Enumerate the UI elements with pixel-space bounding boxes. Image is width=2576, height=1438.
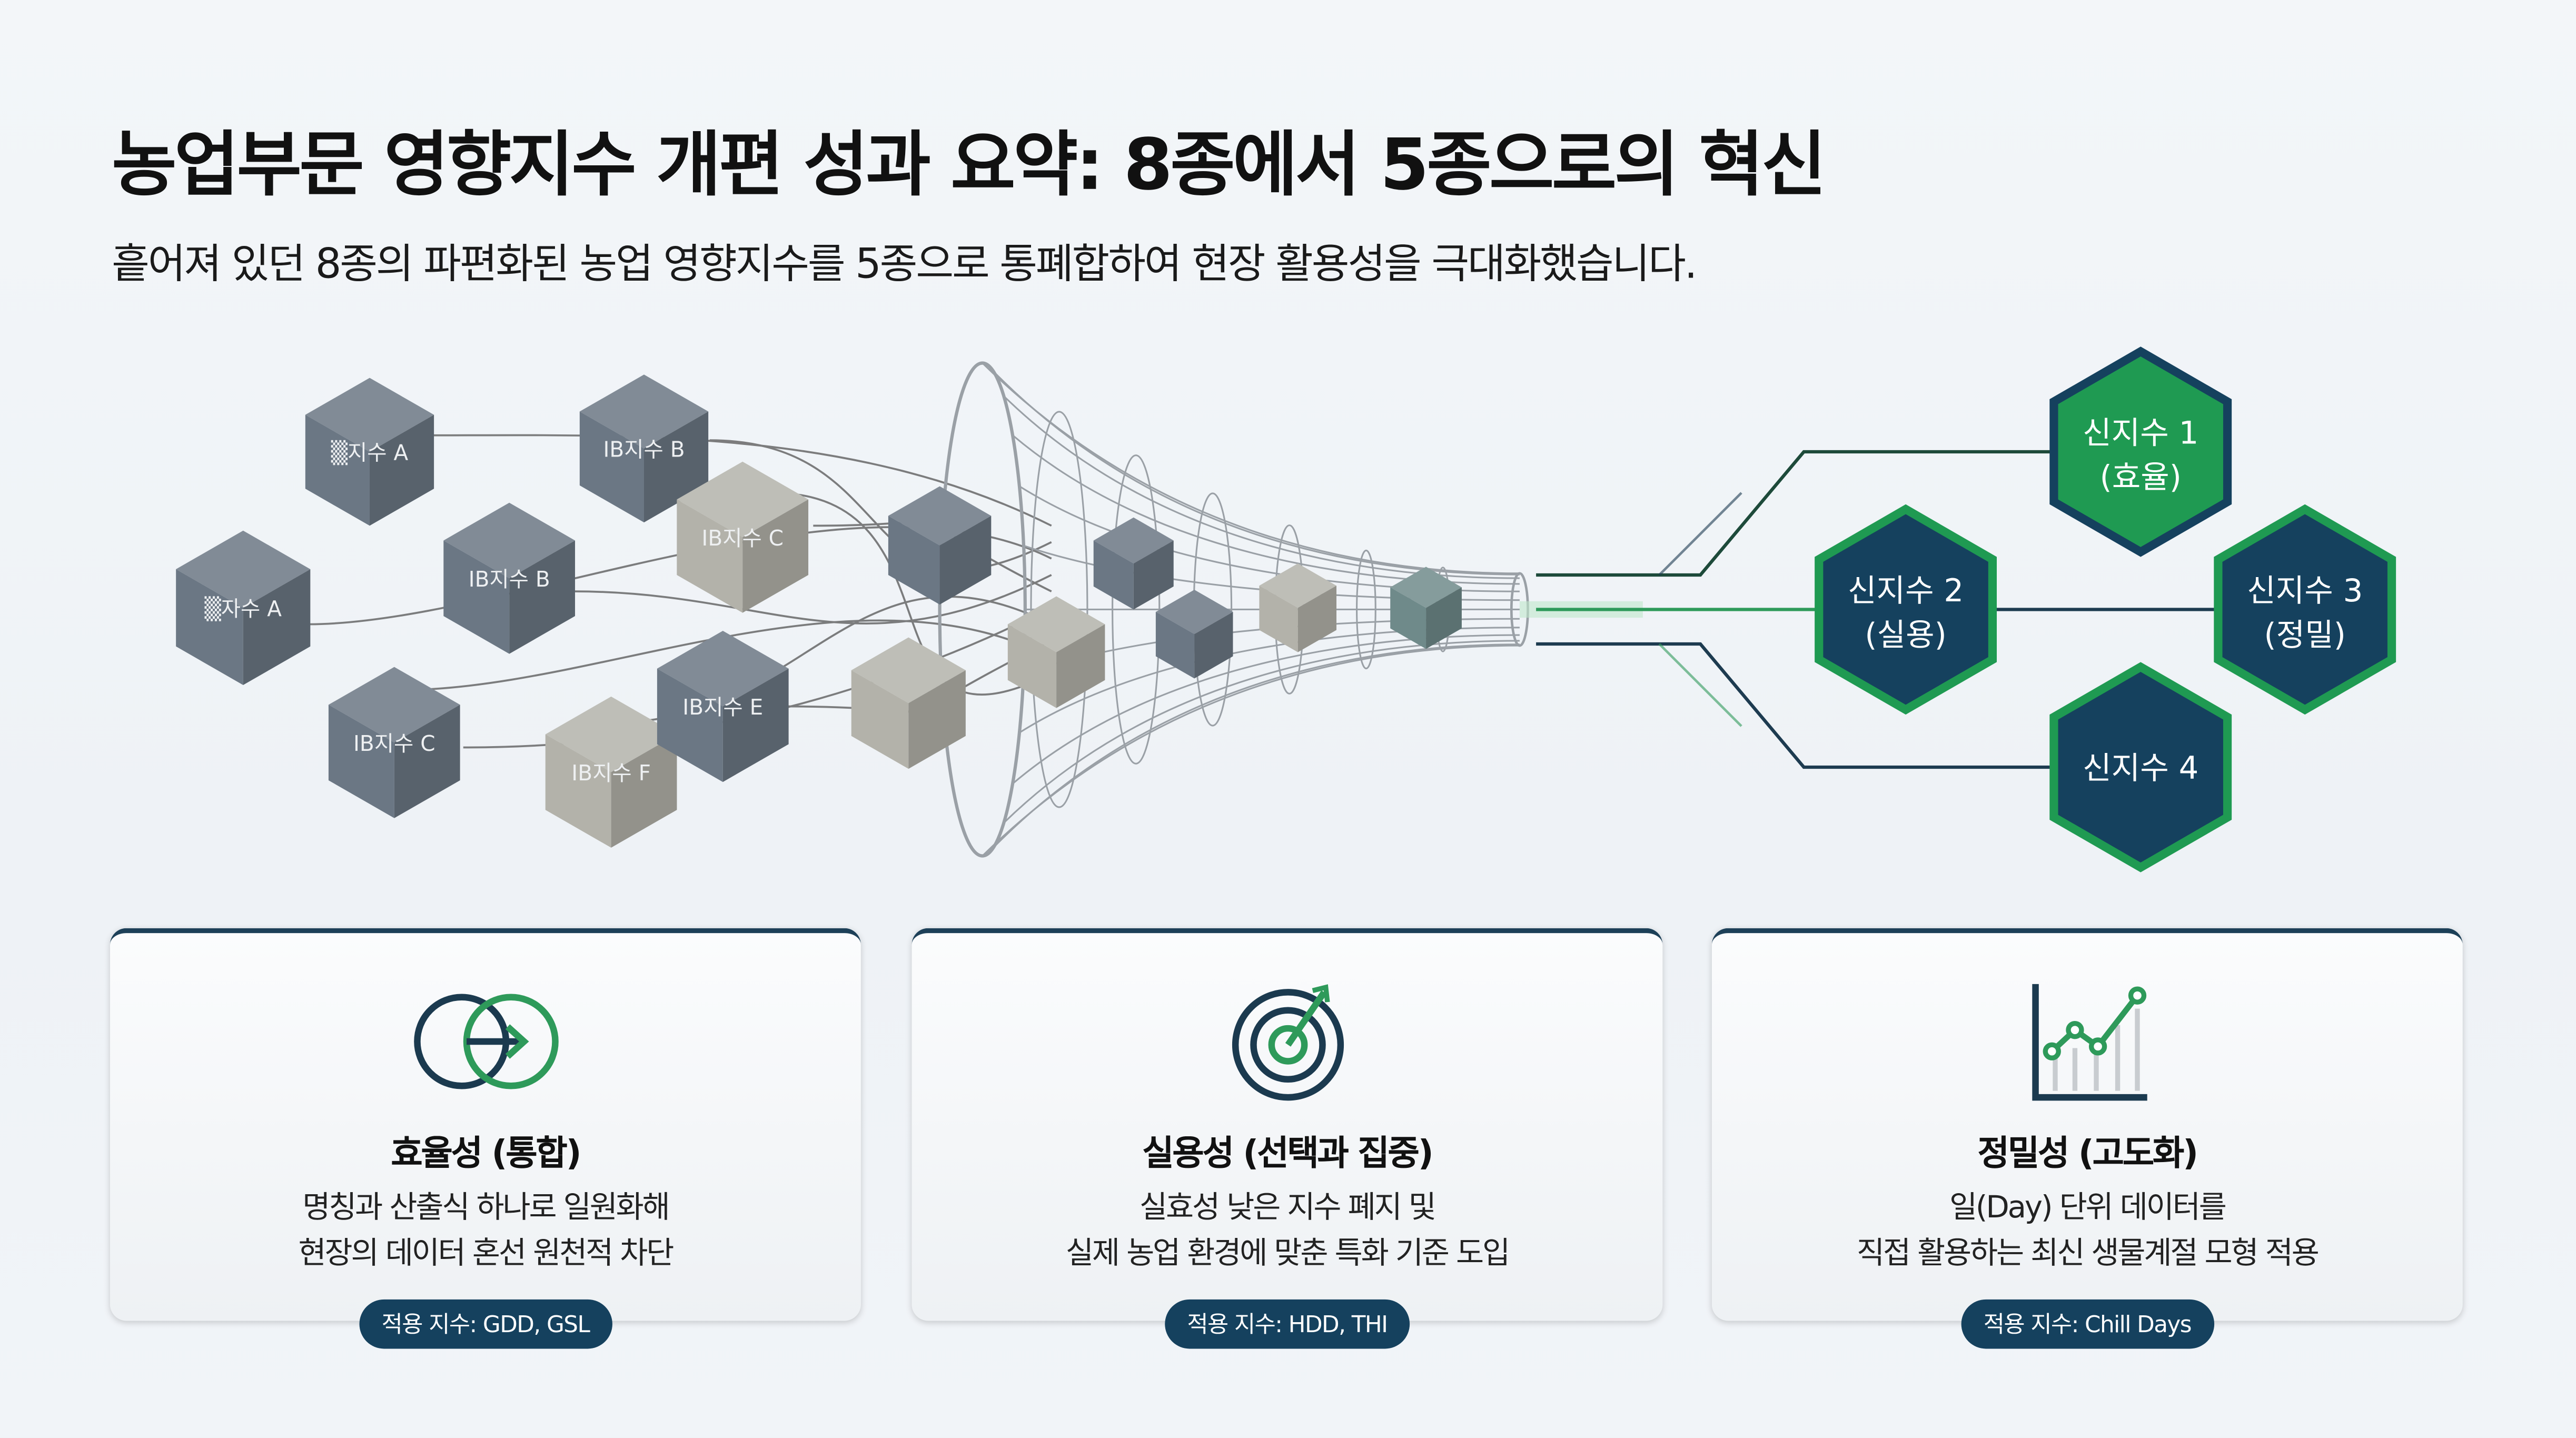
cube-label: IB지수 F [571, 760, 651, 786]
funnel-line [993, 371, 1520, 576]
merging-cube [1259, 563, 1337, 652]
merging-cube [851, 637, 966, 769]
applied-index-badge: 적용 지수: HDD, THI [1164, 1299, 1411, 1349]
applied-index-badge: 적용 지수: Chill Days [1960, 1299, 2214, 1349]
cube-label: ▒지수 A [331, 440, 409, 465]
wire [574, 574, 1052, 624]
card-title: 실용성 (선택과 집중) [1142, 1133, 1433, 1173]
merging-cube [888, 486, 992, 605]
old-index-cube: IB지수 E [657, 631, 789, 782]
old-index-cube: ▒자수 A [176, 530, 311, 685]
funnel-mouth [938, 361, 1027, 858]
hex-sublabel: (효율) [2100, 459, 2182, 495]
consolidation-diagram: ▒지수 A IB지수 B ▒자수 A IB지수 B IB지수 C IB지수 C IB지수 F… [176, 346, 2396, 872]
page-title: 농업부문 영향지수 개편 성과 요약: 8종에서 5종으로의 혁신 [112, 125, 1826, 207]
funnel-line [1012, 434, 1520, 585]
cube-label: IB지수 E [682, 695, 763, 720]
hex-label: 신지수 4 [2083, 750, 2198, 786]
cube-label: IB지수 C [701, 525, 784, 551]
new-index-hexagon: 신지수 4 [2049, 662, 2232, 872]
funnel-ring [1356, 549, 1376, 670]
merging-cube [1093, 517, 1174, 610]
old-index-cube: ▒지수 A [305, 378, 434, 526]
old-index-cube: IB지수 F [545, 696, 677, 848]
hex-label: 신지수 2 [1848, 572, 1964, 609]
funnel-line [982, 644, 1520, 857]
card-title: 효율성 (통합) [391, 1133, 581, 1173]
applied-index-badge: 적용 지수: GDD, GSL [358, 1299, 612, 1349]
funnel-ring [1030, 411, 1088, 808]
wire [772, 492, 1052, 696]
cube-label: IB지수 C [353, 731, 435, 756]
funnel-line [1003, 395, 1520, 579]
funnel-line [1003, 640, 1520, 824]
hex-sublabel: (정밀) [2264, 617, 2346, 653]
old-index-cube: IB지수 C [328, 667, 460, 818]
hex-sublabel: (실용) [1865, 617, 1946, 653]
old-index-cube: IB지수 C [677, 461, 809, 613]
new-index-hexagon: 신지수 3 (정밀) [2214, 504, 2396, 715]
merge-circles-icon [413, 994, 558, 1089]
funnel-line [982, 362, 1520, 574]
wire [430, 434, 1052, 527]
target-icon [1231, 984, 1343, 1101]
page-subtitle: 흩어져 있던 8종의 파편화된 농업 영향지수를 5종으로 통폐합하여 현장 활… [112, 240, 1697, 287]
line-chart-icon [2031, 984, 2147, 1101]
new-index-hexagons: 신지수 1 (효율) 신지수 2 (실용) 신지수 3 (정밀) 신지수 4 [1815, 346, 2396, 872]
funnel-ring [1112, 454, 1161, 765]
hex-connectors [1536, 450, 2218, 769]
merging-cube [1155, 590, 1233, 679]
hex-label: 신지수 1 [2083, 414, 2198, 451]
cube-label: IB지수 B [603, 437, 685, 462]
new-index-hexagon: 신지수 1 (효율) [2049, 346, 2232, 557]
old-index-cubes: ▒지수 A IB지수 B ▒자수 A IB지수 B IB지수 C IB지수 C IB지수 F… [176, 374, 1462, 848]
cube-label: ▒자수 A [205, 596, 282, 621]
card-title: 정밀성 (고도화) [1977, 1133, 2198, 1173]
new-index-hexagon: 신지수 2 (실용) [1815, 504, 1997, 715]
hex-label: 신지수 3 [2247, 572, 2363, 609]
old-index-cube: IB지수 B [443, 502, 576, 654]
cube-label: IB지수 B [469, 567, 550, 592]
